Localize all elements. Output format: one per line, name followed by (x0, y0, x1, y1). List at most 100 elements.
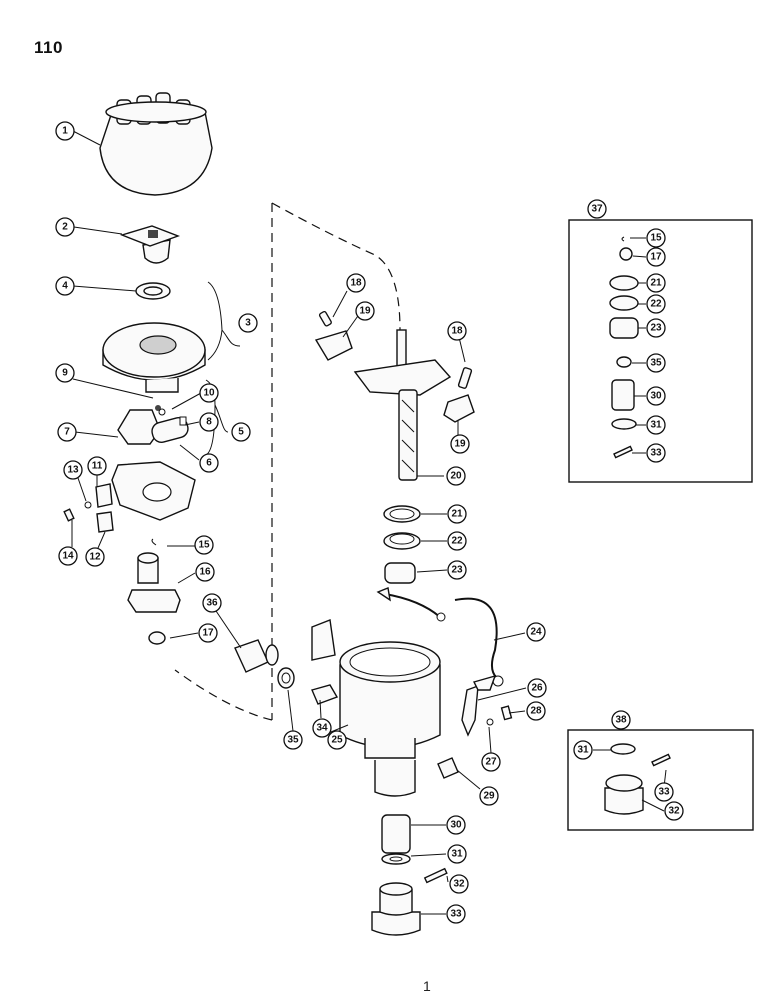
rotor (119, 225, 181, 264)
callout-34: 34 (312, 718, 332, 738)
svg-text:33: 33 (650, 448, 662, 459)
svg-text:19: 19 (359, 306, 371, 317)
svg-text:17: 17 (650, 252, 662, 263)
svg-text:29: 29 (483, 791, 495, 802)
callout-35: 35 (283, 730, 303, 750)
callout-21: 21 (447, 504, 467, 524)
callout-4: 4 (55, 276, 75, 296)
kit-37-callout-35: 35 (646, 353, 666, 373)
lower-drive-parts (371, 814, 448, 936)
svg-text:11: 11 (92, 461, 103, 472)
callout-30: 30 (446, 815, 466, 835)
svg-text:24: 24 (530, 627, 542, 638)
kit-38-callout-33: 33 (654, 782, 674, 802)
primary-lead-wire (376, 587, 504, 687)
shaft-washers (383, 505, 421, 584)
svg-text:3: 3 (245, 318, 251, 329)
kit-38-frame (567, 729, 754, 831)
svg-text:20: 20 (450, 471, 462, 482)
callout-17: 17 (198, 623, 218, 643)
svg-text:16: 16 (199, 567, 211, 578)
drive-shaft-housing (127, 538, 181, 645)
kit-37-callout-30: 30 (646, 386, 666, 406)
kit-37-callout-17: 17 (646, 247, 666, 267)
svg-text:35: 35 (650, 358, 662, 369)
callout-33: 32 (449, 874, 469, 894)
callout-27: 27 (481, 752, 501, 772)
svg-text:33: 33 (450, 909, 462, 920)
svg-text:21: 21 (451, 509, 463, 520)
kit-38-callout: 38 (611, 710, 631, 730)
kit-37-parts (609, 236, 639, 459)
callout-7: 7 (57, 422, 77, 442)
kit-38-parts (604, 743, 671, 815)
svg-text:23: 23 (650, 323, 662, 334)
callout-18-lower: 18 (447, 321, 467, 341)
kit-37-callout-31: 31 (646, 415, 666, 435)
svg-text:31: 31 (650, 420, 662, 431)
callout-28: 28 (526, 701, 546, 721)
callout-10: 10 (199, 383, 219, 403)
callout-1: 1 (55, 121, 75, 141)
callout-32: 33 (446, 904, 466, 924)
terminal-clip (63, 483, 114, 533)
felt-washer (135, 282, 171, 300)
svg-text:30: 30 (650, 391, 662, 402)
callout-8: 8 (199, 412, 219, 432)
callout-3: 3 (238, 313, 258, 333)
callout-11: 11 (87, 456, 107, 476)
svg-text:9: 9 (62, 368, 68, 379)
callout-5: 5 (231, 422, 251, 442)
distributor-housing (311, 619, 479, 797)
callout-22: 22 (447, 531, 467, 551)
svg-text:23: 23 (451, 565, 463, 576)
callout-9: 9 (55, 363, 75, 383)
svg-text:2: 2 (62, 222, 68, 233)
svg-text:25: 25 (331, 735, 343, 746)
svg-text:4: 4 (62, 281, 68, 292)
svg-text:19: 19 (454, 439, 466, 450)
kit-37-callout-33: 33 (646, 443, 666, 463)
callout-24: 24 (526, 622, 546, 642)
svg-text:35: 35 (287, 735, 299, 746)
svg-text:18: 18 (350, 278, 362, 289)
kit-37-callout-23: 23 (646, 318, 666, 338)
svg-text:15: 15 (198, 540, 210, 551)
svg-text:31: 31 (451, 849, 463, 860)
svg-text:21: 21 (650, 278, 662, 289)
callout-26: 26 (527, 678, 547, 698)
callout-19-upper: 19 (355, 301, 375, 321)
callout-23: 23 (447, 560, 467, 580)
callout-13: 13 (63, 460, 83, 480)
svg-text:37: 37 (591, 204, 603, 215)
svg-text:5: 5 (238, 427, 244, 438)
callout-12: 12 (85, 547, 105, 567)
callout-36: 36 (202, 593, 222, 613)
leader-lines (71, 130, 667, 915)
governor-shaft (314, 310, 475, 481)
svg-text:14: 14 (62, 551, 74, 562)
callout-18-upper: 18 (346, 273, 366, 293)
callout-6: 6 (199, 453, 219, 473)
callout-19-lower: 19 (450, 434, 470, 454)
svg-text:31: 31 (577, 745, 589, 756)
clamp-and-screws (472, 674, 513, 726)
svg-text:28: 28 (530, 706, 542, 717)
callout-14: 14 (58, 546, 78, 566)
svg-text:32: 32 (453, 879, 465, 890)
svg-text:17: 17 (202, 628, 214, 639)
kit-38-callout-31: 31 (573, 740, 593, 760)
svg-text:27: 27 (485, 757, 497, 768)
distributor-cap (99, 92, 213, 196)
svg-text:26: 26 (531, 683, 543, 694)
svg-text:22: 22 (451, 536, 463, 547)
callout-25: 25 (327, 730, 347, 750)
footer-mark: 1 (423, 978, 431, 994)
callout-20: 20 (446, 466, 466, 486)
kit-37-callout-21: 21 (646, 273, 666, 293)
svg-text:10: 10 (203, 388, 215, 399)
vacuum-fittings (234, 639, 459, 779)
svg-text:18: 18 (451, 326, 463, 337)
kit-37-callout-22: 22 (646, 294, 666, 314)
